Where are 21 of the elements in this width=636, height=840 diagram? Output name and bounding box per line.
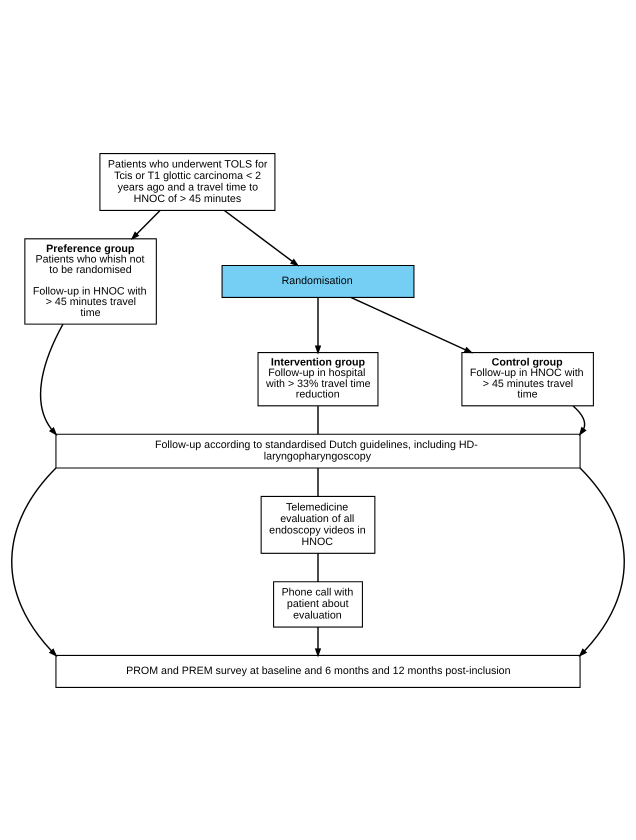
arrow bbox=[11, 467, 58, 656]
node-box: Patients who underwent TOLS for Tcis or T1 glottic carcinoma < 2 years ago and a travel time to HNOC of > 45 minutes bbox=[99, 152, 276, 210]
arrow bbox=[572, 404, 587, 436]
node-box: PROM and PREM survey at baseline and 6 months and 12 months post-inclusion bbox=[55, 654, 581, 688]
node-box: Follow-up according to standardised Dutch guidelines, including HD-laryngopharyngoscopy bbox=[55, 433, 581, 468]
node-box: Telemedicine evaluation of all endoscopy videos in HNOC bbox=[260, 495, 376, 554]
arrow bbox=[130, 210, 160, 240]
connector bbox=[317, 552, 319, 582]
node-box: Randomisation bbox=[222, 264, 414, 298]
arrow bbox=[350, 296, 474, 353]
node-box: Control group Follow-up in HNOC with > 45 minutes travel time bbox=[461, 352, 594, 406]
connector bbox=[317, 406, 319, 434]
arrow bbox=[314, 297, 322, 354]
node-box: Phone call with patient about evaluation bbox=[273, 580, 363, 628]
node-box: Intervention group Follow-up in hospital with > 33% travel time reduction bbox=[258, 352, 378, 406]
arrow bbox=[40, 323, 64, 436]
arrow bbox=[224, 210, 300, 266]
arrow bbox=[314, 626, 322, 657]
arrow bbox=[578, 467, 625, 656]
node-box: Preference group Patients who whish not to be randomised Follow-up in HNOC with > 45 minutes travel time bbox=[24, 238, 157, 324]
connector bbox=[317, 468, 319, 496]
